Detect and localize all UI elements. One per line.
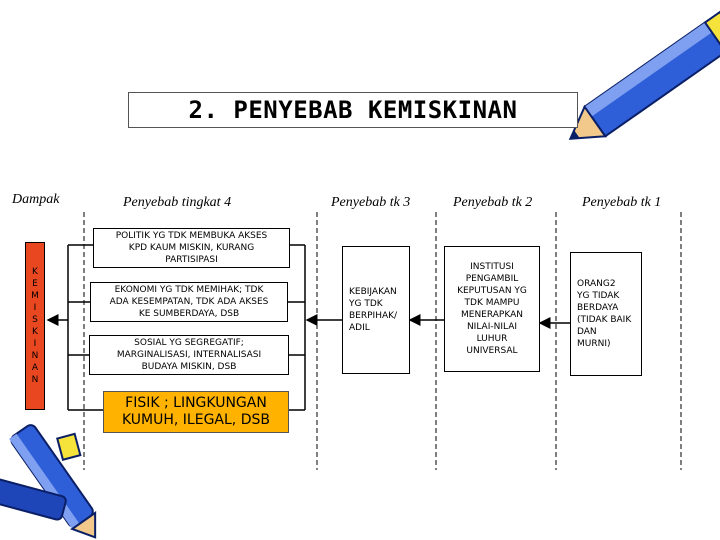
cause-social: SOSIAL YG SEGREGATIF; MARGINALISASI, INT… bbox=[89, 335, 289, 375]
cause-political: POLITIK YG TDK MEMBUKA AKSES KPD KAUM MI… bbox=[93, 228, 290, 268]
cause-institution: INSTITUSI PENGAMBIL KEPUTUSAN YG TDK MAM… bbox=[444, 246, 540, 372]
cause-economic: EKONOMI YG TDK MEMIHAK; TDK ADA KESEMPAT… bbox=[90, 282, 288, 322]
cause-people: ORANG2 YG TIDAK BERDAYA (TIDAK BAIK DAN … bbox=[570, 252, 642, 376]
cause-policy: KEBIJAKAN YG TDK BERPIHAK/ ADIL bbox=[342, 246, 410, 374]
impact-kemiskinan: K E M I S K I N A N bbox=[25, 242, 45, 410]
cause-physical: FISIK ; LINGKUNGAN KUMUH, ILEGAL, DSB bbox=[103, 391, 289, 433]
